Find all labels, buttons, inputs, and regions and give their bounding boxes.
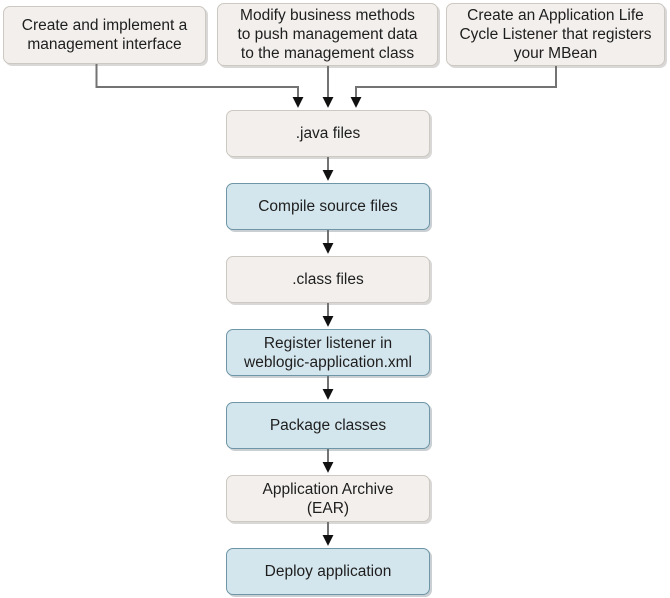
flow-box-package-classes: Package classes — [226, 402, 430, 449]
connector-create-interface-to-java-files — [95, 63, 304, 108]
flow-box-deploy-application: Deploy application — [226, 548, 430, 595]
flow-box-register-listener: Register listener in weblogic-applicatio… — [226, 329, 430, 376]
source-box-create-listener: Create an Application Life Cycle Listene… — [446, 3, 665, 66]
flow-box-class-files: .class files — [226, 256, 430, 303]
source-box-create-listener-label: Create an Application Life Cycle Listene… — [459, 7, 652, 62]
connector-create-listener-to-java-files — [350, 66, 557, 108]
flow-box-compile-source-files: Compile source files — [226, 183, 430, 230]
flow-box-java-files: .java files — [226, 110, 430, 157]
flow-box-application-archive-ear: Application Archive (EAR) — [226, 475, 430, 522]
source-box-modify-methods: Modify business methods to push manageme… — [217, 3, 438, 66]
flow-box-compile-source-files-label: Compile source files — [258, 198, 398, 215]
flow-box-class-files-label: .class files — [292, 271, 364, 288]
flow-box-java-files-label: .java files — [295, 125, 361, 142]
flow-box-deploy-application-label: Deploy application — [264, 563, 392, 580]
source-box-create-interface-label: Create and implement a management interf… — [21, 17, 188, 53]
flow-box-application-archive-ear-label: Application Archive (EAR) — [262, 480, 394, 517]
source-box-create-interface: Create and implement a management interf… — [3, 6, 206, 64]
source-box-modify-methods-label: Modify business methods to push manageme… — [237, 7, 418, 62]
flow-box-package-classes-label: Package classes — [269, 417, 387, 434]
flow-box-register-listener-label: Register listener in weblogic-applicatio… — [244, 334, 412, 371]
